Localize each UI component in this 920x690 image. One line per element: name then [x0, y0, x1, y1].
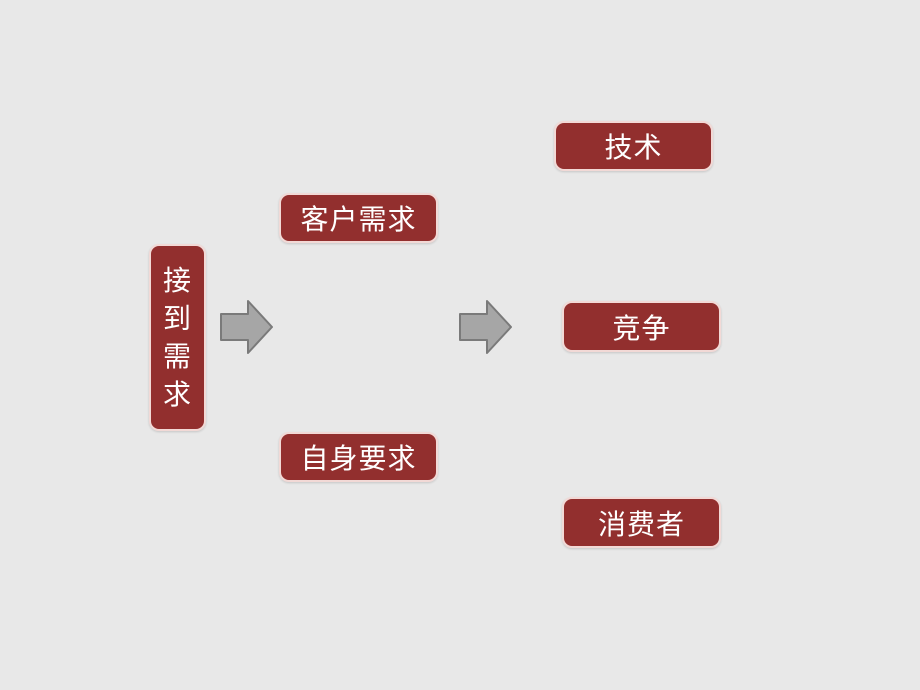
- right-arrow-icon: [459, 300, 512, 354]
- start-char-1: 接: [162, 263, 192, 297]
- right-arrow-icon: [220, 300, 273, 354]
- start-char-3: 需: [162, 339, 192, 373]
- competition-label: 竞争: [612, 311, 671, 345]
- own-requirements-label: 自身要求: [300, 442, 417, 475]
- technology-box: 技术: [554, 121, 713, 171]
- own-requirements-box: 自身要求: [279, 432, 438, 482]
- technology-label: 技术: [604, 131, 663, 164]
- consumer-label: 消费者: [597, 507, 685, 541]
- customer-needs-box: 客户需求: [279, 193, 438, 243]
- consumer-box: 消费者: [562, 497, 721, 548]
- competition-box: 竞争: [562, 301, 721, 352]
- customer-needs-label: 客户需求: [300, 203, 417, 236]
- start-char-2: 到: [162, 301, 192, 335]
- receive-requirements-box: 接 到 需 求: [149, 244, 206, 431]
- start-char-4: 求: [162, 377, 192, 411]
